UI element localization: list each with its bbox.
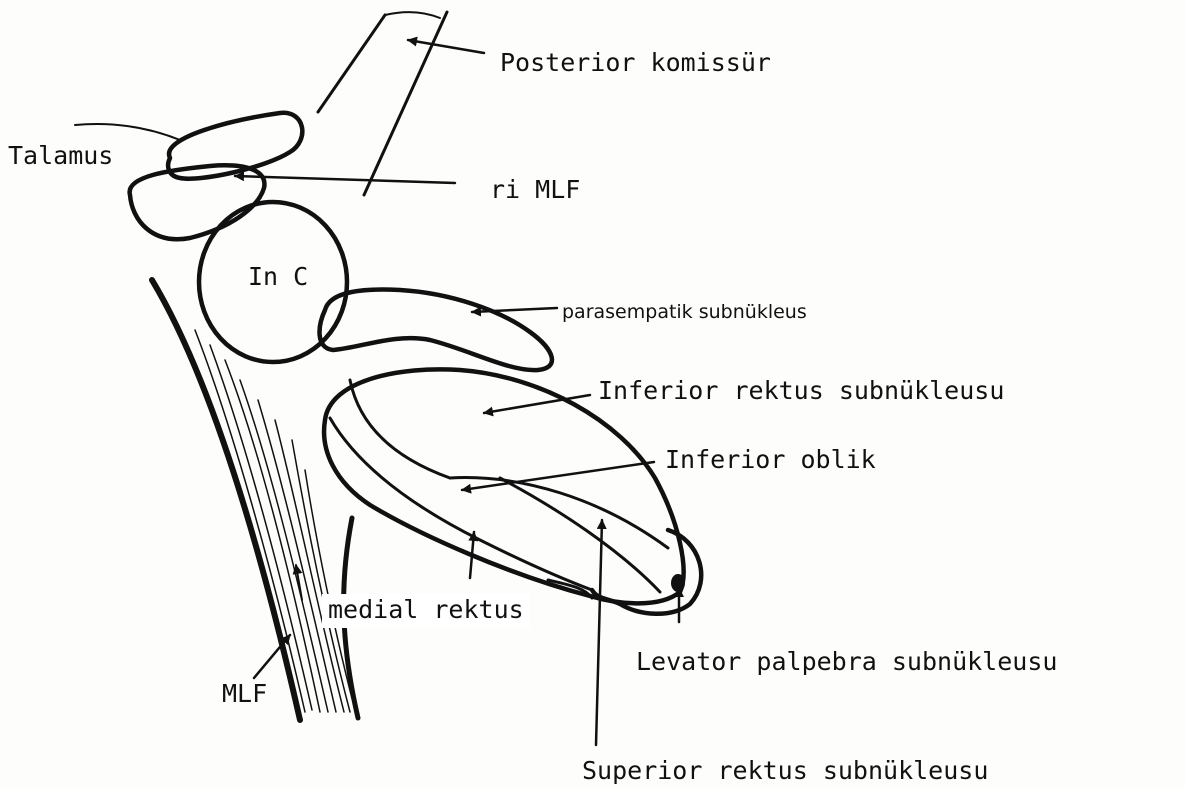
posterior-commissure-right-line bbox=[364, 12, 447, 195]
label-ri-mlf: ri MLF bbox=[490, 176, 580, 204]
label-mlf: MLF bbox=[222, 680, 267, 708]
label-medial-rectus: medial rektus bbox=[322, 594, 530, 628]
parasympathetic-subnucleus-outline bbox=[320, 290, 552, 371]
label-superior-rectus-subnucleus: Superior rektus subnükleusu bbox=[582, 757, 988, 785]
superior-rectus-arrow bbox=[596, 520, 602, 745]
label-inferior-rectus-subnucleus: Inferior rektus subnükleusu bbox=[598, 377, 1004, 405]
label-inferior-oblique: Inferior oblik bbox=[665, 446, 876, 474]
inferior-oblique-arrow bbox=[462, 462, 654, 490]
posterior-commissure-arrow bbox=[408, 40, 484, 53]
label-parasympathetic-subnucleus: parasempatik subnükleus bbox=[562, 298, 807, 326]
label-posterior-commissure: Posterior komissür bbox=[500, 49, 771, 77]
posterior-commissure-top-cap bbox=[385, 12, 440, 18]
thalamus-line bbox=[75, 124, 180, 140]
label-inc: In C bbox=[248, 263, 308, 291]
posterior-commissure-left-line bbox=[318, 15, 385, 112]
ri-mlf-arrow bbox=[235, 176, 455, 183]
label-thalamus: Talamus bbox=[8, 142, 113, 170]
label-levator-palpebra-subnucleus: Levator palpebra subnükleusu bbox=[636, 648, 1057, 676]
